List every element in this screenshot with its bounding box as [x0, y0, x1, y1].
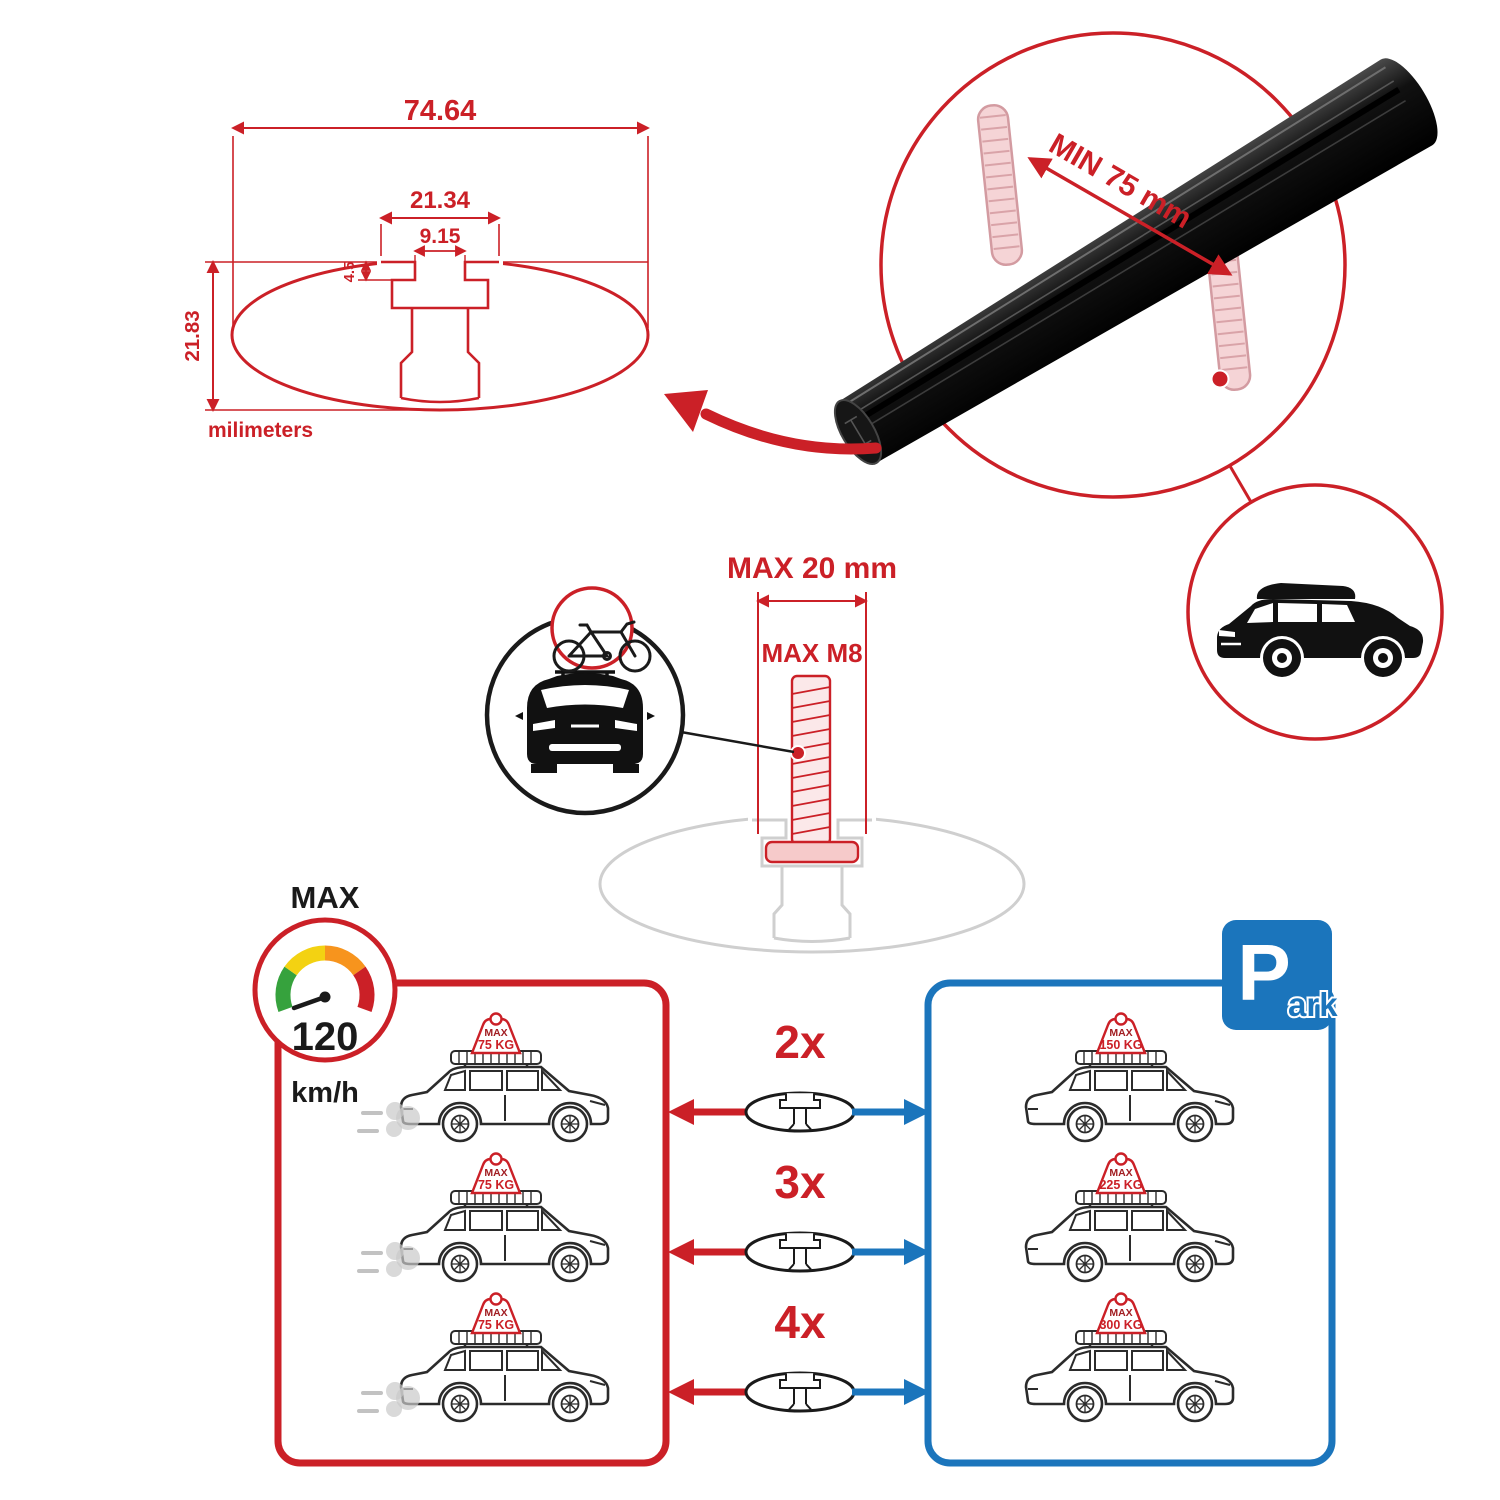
- bolt-callout-dot: [790, 745, 806, 761]
- quantity-label: 2x: [774, 1016, 826, 1068]
- suv-roofbox-icon: [1217, 583, 1424, 677]
- driving-car-row: MAX 75 KG: [357, 1152, 610, 1283]
- tag-load-value: 75 KG: [478, 1038, 514, 1052]
- roof-load-tag: MAX 300 KG: [1095, 1292, 1147, 1335]
- tag-max-label: MAX: [1109, 1307, 1132, 1319]
- speed-value: 120: [292, 1015, 359, 1059]
- tag-max-label: MAX: [484, 1307, 507, 1319]
- max-length-label: MAX 20 mm: [727, 552, 897, 585]
- left-arrow-icon: [668, 1099, 694, 1125]
- quantity-label: 3x: [774, 1156, 826, 1208]
- crossbar-profile-icon: [744, 1091, 856, 1133]
- callout-line: [680, 730, 795, 754]
- tag-ring-icon: [1114, 1012, 1128, 1026]
- roof-load-tag: MAX 225 KG: [1095, 1152, 1147, 1195]
- bolt-diagram: MAX 20 mm MAX M8: [598, 552, 1026, 954]
- bar-detail-circle: MIN 75 mm: [664, 31, 1438, 503]
- park-suffix: ark: [1288, 986, 1338, 1023]
- profile-cross-section-diagram: 74.64 21.34 9.15 4.5 21.83 milimeters: [181, 95, 650, 442]
- crossbar-profile-icon: [744, 1371, 856, 1413]
- left-arrow-icon: [668, 1239, 694, 1265]
- tag-ring-icon: [489, 1152, 503, 1166]
- tag-ring-icon: [489, 1292, 503, 1306]
- quantity-label: 4x: [774, 1296, 826, 1348]
- tag-load-value: 300 KG: [1099, 1318, 1142, 1332]
- park-letter: P: [1237, 928, 1290, 1017]
- dim-opening-label: 9.15: [420, 225, 461, 248]
- roof-load-tag: MAX 75 KG: [470, 1292, 522, 1335]
- crossbar-profile-icon: [744, 1231, 856, 1273]
- car-front-icon: [515, 670, 655, 773]
- right-arrow-icon: [904, 1379, 930, 1405]
- tag-max-label: MAX: [1109, 1027, 1132, 1039]
- quantity-rows: 2x 3x 4x: [668, 1016, 930, 1413]
- t-slot-outline: [381, 260, 499, 310]
- arrow-to-profile-head: [664, 390, 708, 432]
- roof-load-tag: MAX 75 KG: [470, 1012, 522, 1055]
- t-bolt-head: [764, 840, 860, 864]
- max-thread-label: MAX M8: [761, 638, 862, 668]
- tag-load-value: 75 KG: [478, 1178, 514, 1192]
- t-bolt-icon: [764, 674, 860, 864]
- driving-car-row: MAX 75 KG: [357, 1012, 610, 1143]
- tag-ring-icon: [1114, 1152, 1128, 1166]
- driving-car-row: MAX 75 KG: [357, 1292, 610, 1423]
- right-arrow-icon: [904, 1099, 930, 1125]
- parked-panel: MAX 150 KG MAX 225 KG MAX 300 KG: [924, 920, 1340, 1467]
- unit-label: milimeters: [208, 419, 313, 442]
- parked-car-row: MAX 150 KG: [1024, 1012, 1235, 1143]
- arrow-to-profile: [700, 408, 882, 455]
- tag-max-label: MAX: [484, 1167, 507, 1179]
- clamp-bolt-dot: [1210, 369, 1230, 389]
- tag-load-value: 150 KG: [1099, 1038, 1142, 1052]
- tag-max-label: MAX: [484, 1027, 507, 1039]
- speed-limit-gauge: MAX 120 km/h: [252, 880, 398, 1109]
- tag-ring-icon: [1114, 1292, 1128, 1306]
- park-sign: P ark: [1222, 920, 1340, 1030]
- speedometer-icon: [252, 917, 398, 1063]
- dim-channel-label: 21.34: [410, 187, 471, 214]
- roof-load-tag: MAX 150 KG: [1095, 1012, 1147, 1055]
- driving-panel: MAX 75 KG MAX 75 KG MAX 75 KG: [274, 979, 670, 1467]
- roof-load-tag: MAX 75 KG: [470, 1152, 522, 1195]
- tag-ring-icon: [489, 1012, 503, 1026]
- dim-height-label: 21.83: [181, 310, 204, 361]
- profile-ellipse: [230, 258, 650, 412]
- dim-lip-label: 4.5: [341, 262, 358, 283]
- right-arrow-icon: [904, 1239, 930, 1265]
- dim-overall-label: 74.64: [404, 95, 477, 127]
- car-bike-circle: [484, 586, 795, 816]
- circle-connector-line: [1228, 465, 1253, 503]
- parked-car-row: MAX 300 KG: [1024, 1292, 1235, 1423]
- park-sign-plate: [1222, 920, 1332, 1030]
- tag-max-label: MAX: [1109, 1167, 1132, 1179]
- min-span-arrow: [1027, 157, 1233, 276]
- speed-unit: km/h: [291, 1077, 359, 1109]
- speed-max-label: MAX: [291, 880, 360, 915]
- bicycle-icon: [552, 620, 652, 673]
- bike-circle: [550, 586, 634, 670]
- parked-car-row: MAX 225 KG: [1024, 1152, 1235, 1283]
- clamp-strap-left-icon: [976, 104, 1024, 266]
- left-arrow-icon: [668, 1379, 694, 1405]
- profile-stem: [399, 308, 481, 404]
- tag-load-value: 75 KG: [478, 1318, 514, 1332]
- tag-load-value: 225 KG: [1099, 1178, 1142, 1192]
- suv-roofbox-circle: [1186, 483, 1444, 741]
